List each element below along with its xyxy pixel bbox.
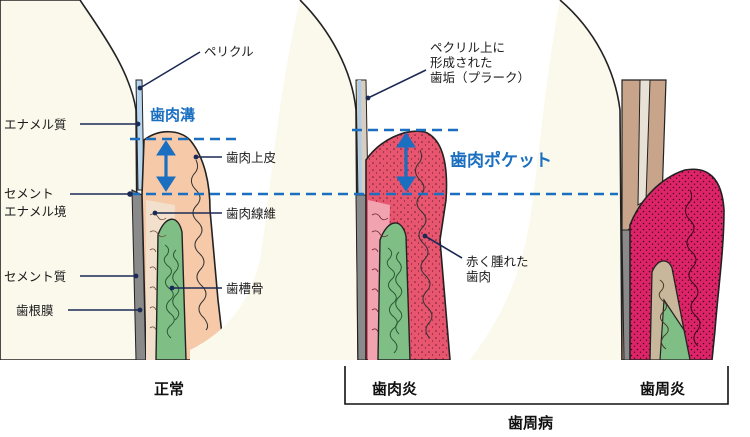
bone-gingivitis [377,222,411,361]
dot-fibers [152,210,158,216]
label-gingival-sulcus: 歯肉溝 [150,106,196,124]
panel-gingivitis [190,0,451,361]
panel-periodontitis [470,0,725,361]
tooth-outline-gingivitis [299,0,359,361]
disease-bracket [344,366,729,405]
dot-plaque [365,95,371,101]
fiber-texture-gingivitis [371,213,389,333]
label-cej-line2: エナメル境 [4,204,67,219]
enamel-edge-gingivitis [358,80,362,195]
bottom-mask [0,360,750,437]
label-enamel: エナメル質 [4,117,67,132]
label-alveolar-bone: 歯槽骨 [226,281,264,296]
tooth-crown-periodontitis [470,0,622,360]
dot-bone [169,285,175,291]
label-cej-line1: セメント [4,186,54,201]
leader-pellicle [139,51,201,89]
bone-texture-gingivitis-2 [395,251,403,335]
leader-plaque [367,69,427,99]
dot-pellicle [137,85,143,91]
label-plaque-line1: ペクリル上に [430,40,506,55]
measure-arrows [156,132,416,192]
caption-normal: 正常 [154,380,185,398]
dot-epithelium [193,154,199,160]
leader-swollen [424,235,463,259]
dot-swollen [422,233,428,239]
guide-lines [130,128,618,196]
pocket-arrow-up [396,132,416,148]
tooth-crown-gingivitis [190,0,358,360]
caption-periodontal-disease: 歯周病 [508,414,554,432]
caption-periodontitis: 歯周炎 [640,380,686,398]
bone-texture-periodontitis [658,279,669,350]
dot-ligament [137,307,143,313]
label-cementum: セメント質 [4,269,67,284]
dot-cej [127,191,133,197]
epithelium-line-periodontitis [684,189,701,347]
label-gingival-epithelium: 歯肉上皮 [226,150,277,165]
sulcus-arrow-down [156,176,176,192]
epithelium-line-normal [190,159,209,331]
label-swollen-line2: 歯肉 [466,269,492,284]
label-pellicle: ペリクル [204,44,254,59]
label-periodontal-ligament: 歯根膜 [16,303,54,318]
pocket-arrow-down [396,176,416,192]
label-plaque-line3: 歯垢（プラーク） [430,70,531,85]
leader-lines [68,51,463,311]
fiber-texture-normal [149,213,167,331]
leader-dots [127,85,428,313]
label-gingival-fibers: 歯肉線維 [226,206,277,221]
caption-gingivitis: 歯肉炎 [372,380,418,398]
tooth-outline-periodontitis [559,0,623,361]
dot-enamel [135,121,141,127]
dot-cementum [133,273,139,279]
label-swollen-line1: 赤く腫れた [466,254,529,269]
label-periodontal-pocket: 歯肉ポケット [450,151,552,171]
sulcus-arrow-up [156,140,176,156]
epithelium-line-gingivitis [414,149,433,339]
bone-texture-gingivitis [386,247,398,354]
bone-texture-normal-2 [172,249,180,321]
label-plaque-line2: 形成された [430,55,493,70]
